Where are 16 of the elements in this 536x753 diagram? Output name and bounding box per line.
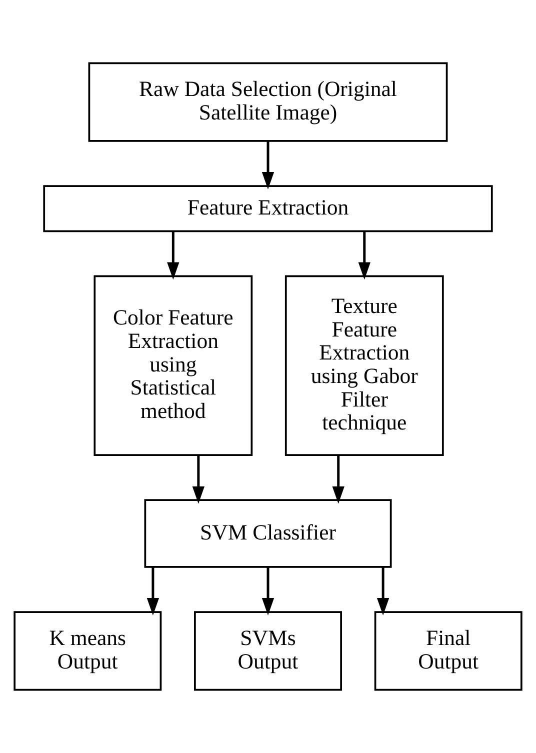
node-box: Final Output <box>374 611 522 691</box>
arrow <box>332 455 344 504</box>
arrow <box>146 567 160 616</box>
arrow <box>192 455 205 504</box>
node-box: SVM Classifier <box>144 499 392 568</box>
node-box: K means Output <box>14 611 162 691</box>
node-box: Raw Data Selection (Original Satellite Image) <box>88 62 448 142</box>
node-box: Texture Feature Extraction using Gabor Filter technique <box>284 275 444 456</box>
arrow <box>262 141 274 190</box>
arrow <box>167 232 180 280</box>
arrow <box>376 567 390 616</box>
arrow <box>358 232 370 280</box>
arrow <box>262 567 274 616</box>
node-box: Color Feature Extraction using Statistical method <box>94 275 253 456</box>
node-box: SVMs Output <box>194 611 342 691</box>
node-box: Feature Extraction <box>43 185 493 232</box>
